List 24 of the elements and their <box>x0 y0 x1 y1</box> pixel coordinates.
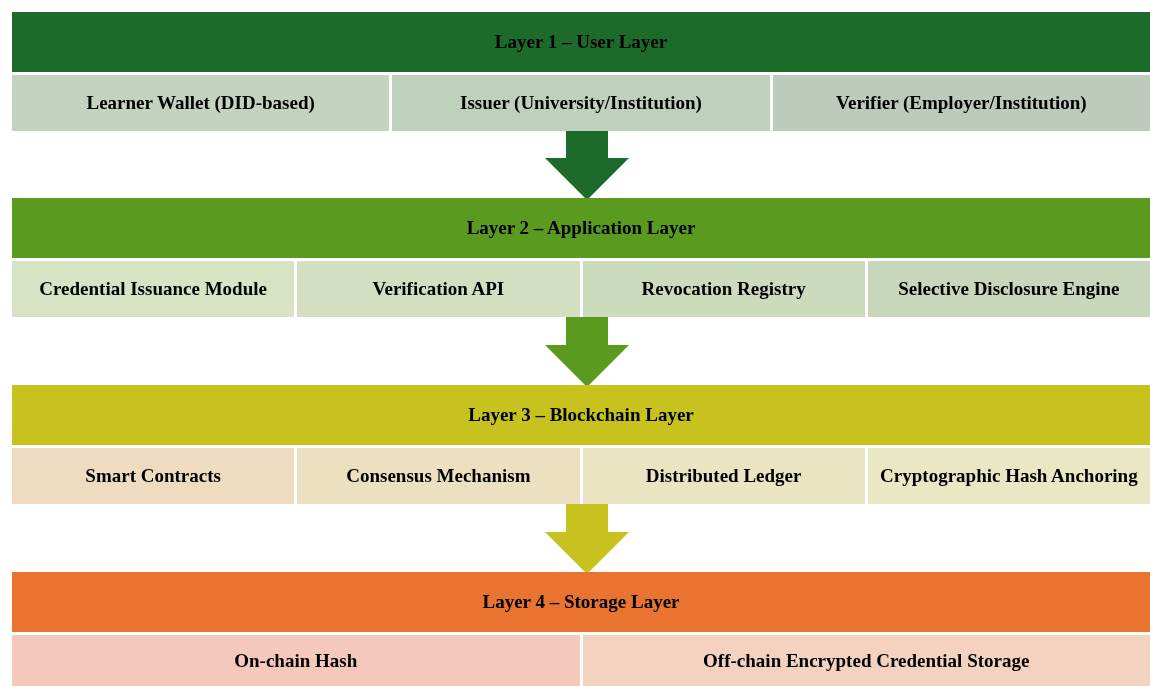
component-box: On-chain Hash <box>12 635 580 686</box>
layer-panel <box>12 385 1150 504</box>
component-box: Verification API <box>297 261 580 317</box>
component-box: Learner Wallet (DID-based) <box>12 75 390 131</box>
component-box: Off-chain Encrypted Credential Storage <box>582 635 1150 686</box>
block-arrow <box>545 317 629 387</box>
component-box: Credential Issuance Module <box>12 261 295 317</box>
component-box: Distributed Ledger <box>582 448 865 504</box>
layer-header: Layer 3 – Blockchain Layer <box>12 385 1150 445</box>
component-box: Cryptographic Hash Anchoring <box>867 448 1150 504</box>
layer-panel <box>12 198 1150 317</box>
block-arrow <box>545 504 629 574</box>
layer-header: Layer 1 – User Layer <box>12 12 1150 72</box>
component-box: Smart Contracts <box>12 448 295 504</box>
layer-panel <box>12 12 1150 131</box>
layer-panel <box>12 572 1150 686</box>
layer-header: Layer 2 – Application Layer <box>12 198 1150 258</box>
component-box: Selective Disclosure Engine <box>867 261 1150 317</box>
block-arrow <box>545 131 629 200</box>
component-box: Consensus Mechanism <box>297 448 580 504</box>
component-box: Issuer (University/Institution) <box>392 75 770 131</box>
layer-header: Layer 4 – Storage Layer <box>12 572 1150 632</box>
component-box: Verifier (Employer/Institution) <box>772 75 1150 131</box>
component-box: Revocation Registry <box>582 261 865 317</box>
